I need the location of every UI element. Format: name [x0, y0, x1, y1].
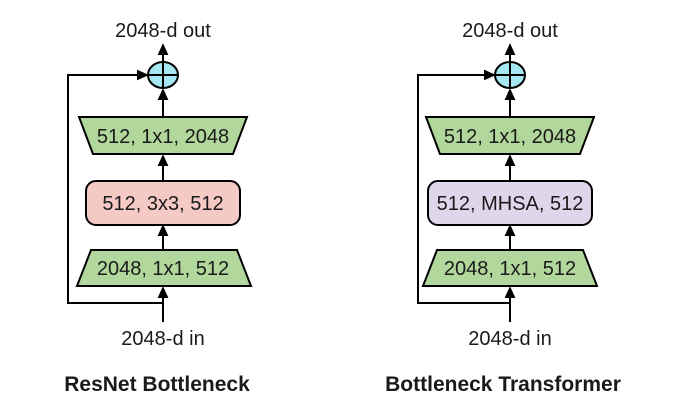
resnet-output-label: 2048-d out [115, 20, 211, 42]
transformer-add-icon [494, 61, 526, 89]
resnet-conv-1x1-reduce-label: 2048, 1x1, 512 [97, 258, 229, 280]
resnet-conv-1x1-expand-block [77, 116, 249, 155]
transformer-output-label: 2048-d out [462, 20, 558, 42]
resnet-bottleneck-diagram: 2048-d out 512, 1x1, 2048 [64, 20, 253, 396]
transformer-input-label: 2048-d in [468, 328, 551, 350]
bottleneck-transformer-diagram: 2048-d out 512, 1x1, 2048 [385, 20, 621, 396]
transformer-skip-connection [417, 69, 510, 304]
resnet-input-label: 2048-d in [121, 328, 204, 350]
transformer-conv-1x1-expand-label: 512, 1x1, 2048 [444, 126, 576, 148]
resnet-conv-1x1-reduce-block [75, 249, 253, 287]
resnet-add-icon [147, 61, 179, 89]
transformer-conv-1x1-expand-block [424, 116, 596, 155]
transformer-conv-1x1-reduce-label: 2048, 1x1, 512 [444, 258, 576, 280]
resnet-conv-1x1-expand-label: 512, 1x1, 2048 [97, 126, 229, 148]
transformer-mhsa-block [427, 180, 593, 226]
transformer-conv-1x1-reduce-block [421, 249, 599, 287]
resnet-conv-3x3-block [85, 180, 241, 226]
resnet-conv-3x3-label: 512, 3x3, 512 [102, 193, 223, 215]
resnet-title: ResNet Bottleneck [64, 373, 250, 396]
transformer-title: Bottleneck Transformer [385, 373, 621, 396]
transformer-mhsa-label: 512, MHSA, 512 [437, 193, 584, 215]
resnet-skip-connection [67, 69, 163, 304]
